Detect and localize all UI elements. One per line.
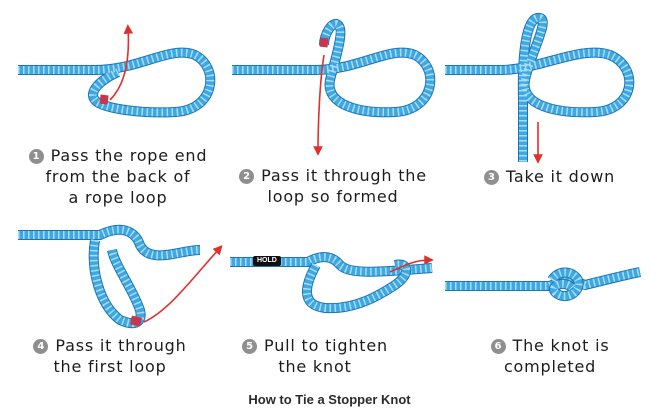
step-4-number-badge: 4 [33, 339, 48, 354]
step-2-number-badge: 2 [239, 169, 254, 184]
step-5-number-badge: 5 [242, 339, 257, 354]
step-4-line-2: the first loop [10, 356, 210, 377]
step-5-line-2: the knot [220, 356, 410, 377]
step-1-line-2: from the back of [18, 166, 218, 187]
diagram-title: How to Tie a Stopper Knot [0, 392, 659, 407]
step-4-rope-illustration [0, 210, 220, 335]
step-2-line-2: loop so formed [228, 186, 438, 207]
step-5-rope-illustration [220, 210, 440, 335]
step-3-number-badge: 3 [484, 170, 499, 185]
step-6-number-badge: 6 [491, 339, 506, 354]
step-6-rope-illustration [440, 210, 659, 335]
step-2-rope-illustration [220, 0, 440, 160]
step-1-rope-illustration [0, 0, 220, 140]
step-1-number-badge: 1 [29, 149, 44, 164]
step-6-line-2: completed [460, 356, 640, 377]
step-1-line-3: a rope loop [18, 187, 218, 208]
hold-tag: HOLD [253, 256, 281, 266]
step-3-rope-illustration [440, 0, 659, 170]
